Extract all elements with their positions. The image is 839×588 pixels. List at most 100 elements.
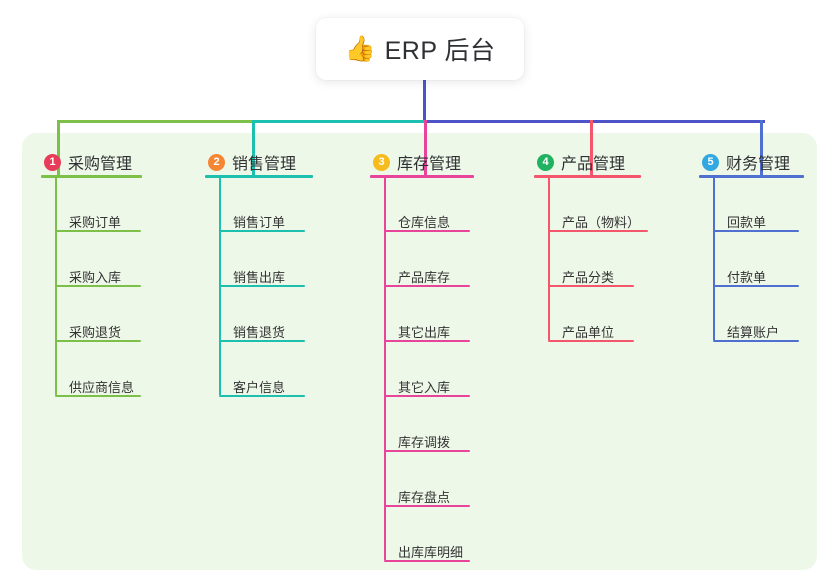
branch-leaf-item[interactable]: 产品分类 [548,267,634,290]
branch-index-badge: 3 [373,153,390,171]
branch-leaf-item[interactable]: 结算账户 [713,322,799,345]
diagram-background-panel [22,133,817,570]
branch-leaf-label: 采购订单 [69,215,122,230]
branch-leaf-label: 产品库存 [398,270,451,285]
connector-drop-stub-2 [252,120,255,175]
branch-leaf-underline [548,285,634,287]
branch-header-5[interactable]: 5 财务管理 [702,150,790,174]
connector-drop-stub-1 [57,120,60,175]
branch-title: 财务管理 [726,156,791,173]
branch-leaf-underline [55,285,141,287]
branch-index-badge: 1 [44,153,61,171]
branch-leaf-label: 仓库信息 [398,215,451,230]
branch-column-1: 1 采购管理采购订单采购入库采购退货供应商信息 [41,150,142,397]
branch-leaf-underline [55,395,141,397]
branch-leaf-label: 其它入库 [398,380,451,395]
branch-header-1[interactable]: 1 采购管理 [44,150,132,174]
branch-leaf-label: 销售订单 [233,215,286,230]
branch-trunk-line [713,175,715,340]
branch-leaf-item[interactable]: 库存调拨 [384,432,470,455]
branch-leaf-item[interactable]: 产品库存 [384,267,470,290]
branch-leaf-label: 产品分类 [562,270,615,285]
branch-leaf-item[interactable]: 销售退货 [219,322,305,345]
branch-leaf-item[interactable]: 仓库信息 [384,212,470,235]
branch-leaf-item[interactable]: 产品单位 [548,322,634,345]
branch-column-4: 4 产品管理产品（物料） 产品分类产品单位 [534,150,648,342]
branch-leaf-underline [384,505,470,507]
branch-leaf-item[interactable]: 付款单 [713,267,799,290]
branch-leaf-label: 供应商信息 [69,380,135,395]
branch-leaf-underline [384,285,470,287]
branch-leaf-label: 销售退货 [233,325,286,340]
branch-leaf-underline [219,285,305,287]
connector-drop-stub-3 [424,120,427,175]
branch-leaf-item[interactable]: 库存盘点 [384,487,470,510]
branch-leaf-label: 付款单 [727,270,767,285]
branch-leaf-label: 产品单位 [562,325,615,340]
branch-leaf-label: 出库库明细 [398,545,464,560]
branch-leaf-label: 回款单 [727,215,767,230]
root-node-title: ERP 后台 [384,37,496,65]
branch-title: 库存管理 [397,156,462,173]
root-stem-line [423,78,426,123]
branch-title: 采购管理 [68,156,133,173]
branch-header-underline [534,175,641,178]
connector-bar-segment-2 [252,120,427,123]
branch-leaf-item[interactable]: 产品（物料） [548,212,648,235]
branch-leaf-item[interactable]: 采购订单 [55,212,141,235]
branch-leaf-item[interactable]: 回款单 [713,212,799,235]
branch-header-underline [370,175,474,178]
branch-index-badge: 5 [702,153,719,171]
branch-leaf-item[interactable]: 其它入库 [384,377,470,400]
branch-header-4[interactable]: 4 产品管理 [537,150,625,174]
branch-leaf-item[interactable]: 销售订单 [219,212,305,235]
branch-leaf-label: 其它出库 [398,325,451,340]
branch-leaf-label: 采购入库 [69,270,122,285]
branch-leaf-label: 销售出库 [233,270,286,285]
branch-leaf-underline [219,395,305,397]
branch-leaf-underline [713,230,799,232]
branch-leaf-underline [548,340,634,342]
connector-bar-segment-1 [57,120,255,123]
branch-leaf-item[interactable]: 采购入库 [55,267,141,290]
branch-leaf-label: 采购退货 [69,325,122,340]
branch-leaf-item[interactable]: 其它出库 [384,322,470,345]
branch-leaf-underline [713,340,799,342]
branch-column-3: 3 库存管理仓库信息产品库存其它出库其它入库库存调拨库存盘点出库库明细 [370,150,474,562]
branch-leaf-label: 库存调拨 [398,435,451,450]
branch-leaf-underline [55,340,141,342]
branch-leaf-item[interactable]: 客户信息 [219,377,305,400]
branch-leaf-underline [384,230,470,232]
root-node[interactable]: 👍 ERP 后台 [316,18,524,80]
branch-header-3[interactable]: 3 库存管理 [373,150,461,174]
branch-leaf-item[interactable]: 采购退货 [55,322,141,345]
branch-leaf-underline [384,340,470,342]
branch-leaf-underline [548,230,648,232]
branch-header-underline [205,175,313,178]
branch-column-5: 5 财务管理回款单付款单结算账户 [699,150,804,342]
branch-leaf-underline [384,450,470,452]
branch-header-underline [41,175,142,178]
branch-leaf-underline [713,285,799,287]
branch-title: 产品管理 [561,156,626,173]
branch-leaf-underline [219,230,305,232]
branch-index-badge: 2 [208,153,225,171]
branch-trunk-line [384,175,386,560]
thumbs-up-icon: 👍 [344,34,376,63]
branch-leaf-underline [55,230,141,232]
branch-leaf-item[interactable]: 销售出库 [219,267,305,290]
branch-leaf-label: 产品（物料） [562,215,641,230]
branch-leaf-underline [219,340,305,342]
branch-leaf-item[interactable]: 出库库明细 [384,542,470,565]
branch-leaf-label: 客户信息 [233,380,286,395]
branch-leaf-label: 结算账户 [727,325,780,340]
connector-drop-stub-5 [760,120,763,175]
branch-leaf-underline [384,560,470,562]
branch-leaf-underline [384,395,470,397]
branch-index-badge: 4 [537,153,554,171]
connector-bar-segment-4 [590,120,765,123]
branch-leaf-item[interactable]: 供应商信息 [55,377,141,400]
